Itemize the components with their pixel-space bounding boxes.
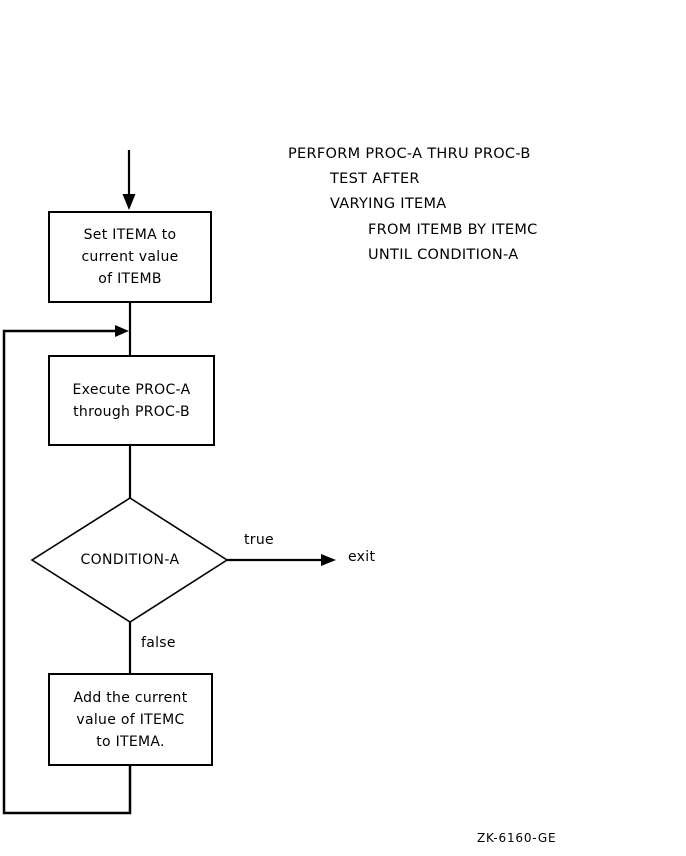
node-execute-proc-line-2: through PROC-B	[73, 403, 190, 420]
node-set-itema: Set ITEMA to current value of ITEMB	[48, 211, 212, 303]
statement-line-1: PERFORM PROC-A THRU PROC-B	[288, 146, 531, 162]
node-add-itemc: Add the current value of ITEMC to ITEMA.	[48, 673, 213, 766]
false-branch-label: false	[141, 635, 176, 651]
exit-arrowhead-icon	[321, 554, 336, 566]
node-set-itema-line-3: of ITEMB	[98, 271, 162, 287]
figure-code: ZK-6160-GE	[477, 831, 557, 845]
statement-line-5: UNTIL CONDITION-A	[368, 247, 519, 263]
statement-line-3: VARYING ITEMA	[330, 196, 447, 212]
exit-label: exit	[348, 549, 376, 565]
statement-line-2: TEST AFTER	[330, 171, 420, 187]
node-set-itema-line-2: current value	[81, 249, 179, 265]
node-execute-proc: Execute PROC-A through PROC-B	[48, 355, 215, 446]
statement-line-4: FROM ITEMB BY ITEMC	[368, 222, 538, 238]
node-condition-label: CONDITION-A	[80, 552, 180, 568]
loop-arrowhead-icon	[115, 325, 129, 337]
true-branch-label: true	[244, 532, 274, 548]
node-add-itemc-line-1: Add the current	[73, 689, 188, 706]
loop-back-line	[2, 329, 132, 815]
node-set-itema-line-1: Set ITEMA to	[83, 227, 177, 243]
node-execute-proc-line-1: Execute PROC-A	[72, 381, 191, 398]
node-add-itemc-line-2: value of ITEMC	[76, 711, 185, 728]
entry-arrowhead-icon	[122, 194, 136, 210]
node-add-itemc-line-3: to ITEMA.	[96, 733, 165, 750]
